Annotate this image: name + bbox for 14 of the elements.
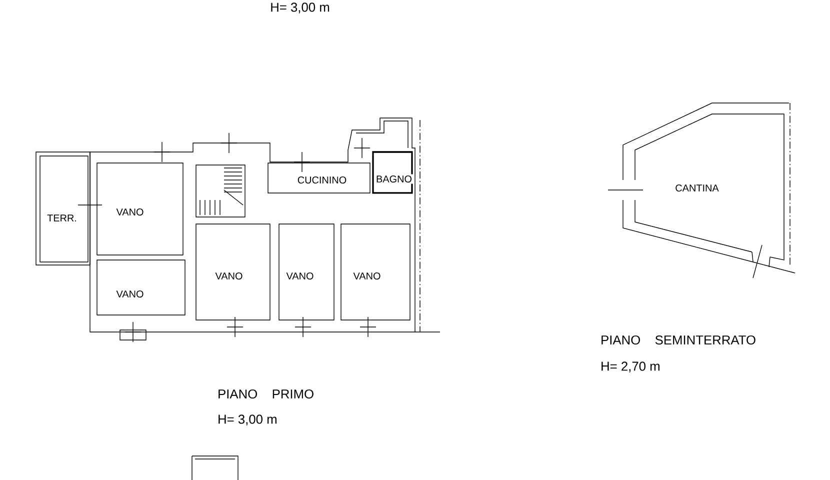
floor-title: PIANO PRIMO xyxy=(216,388,316,400)
room-label: BAGNO xyxy=(374,174,414,184)
room-label: CUCININO xyxy=(296,175,348,185)
height-label: H= 3,00 m xyxy=(216,414,278,426)
room-label: VANO xyxy=(115,289,145,299)
room-label: TERR. xyxy=(46,213,78,223)
room-label: VANO xyxy=(285,271,315,281)
height-label: H= 2,70 m xyxy=(599,360,662,374)
room-label: CANTINA xyxy=(674,183,720,193)
room-label: VANO xyxy=(115,207,145,217)
room-label: H= 3,00 m xyxy=(268,2,332,14)
room-label: VANO xyxy=(352,271,382,281)
floor-title: PIANO SEMINTERRATO xyxy=(599,334,758,346)
room-label: VANO xyxy=(214,271,244,281)
